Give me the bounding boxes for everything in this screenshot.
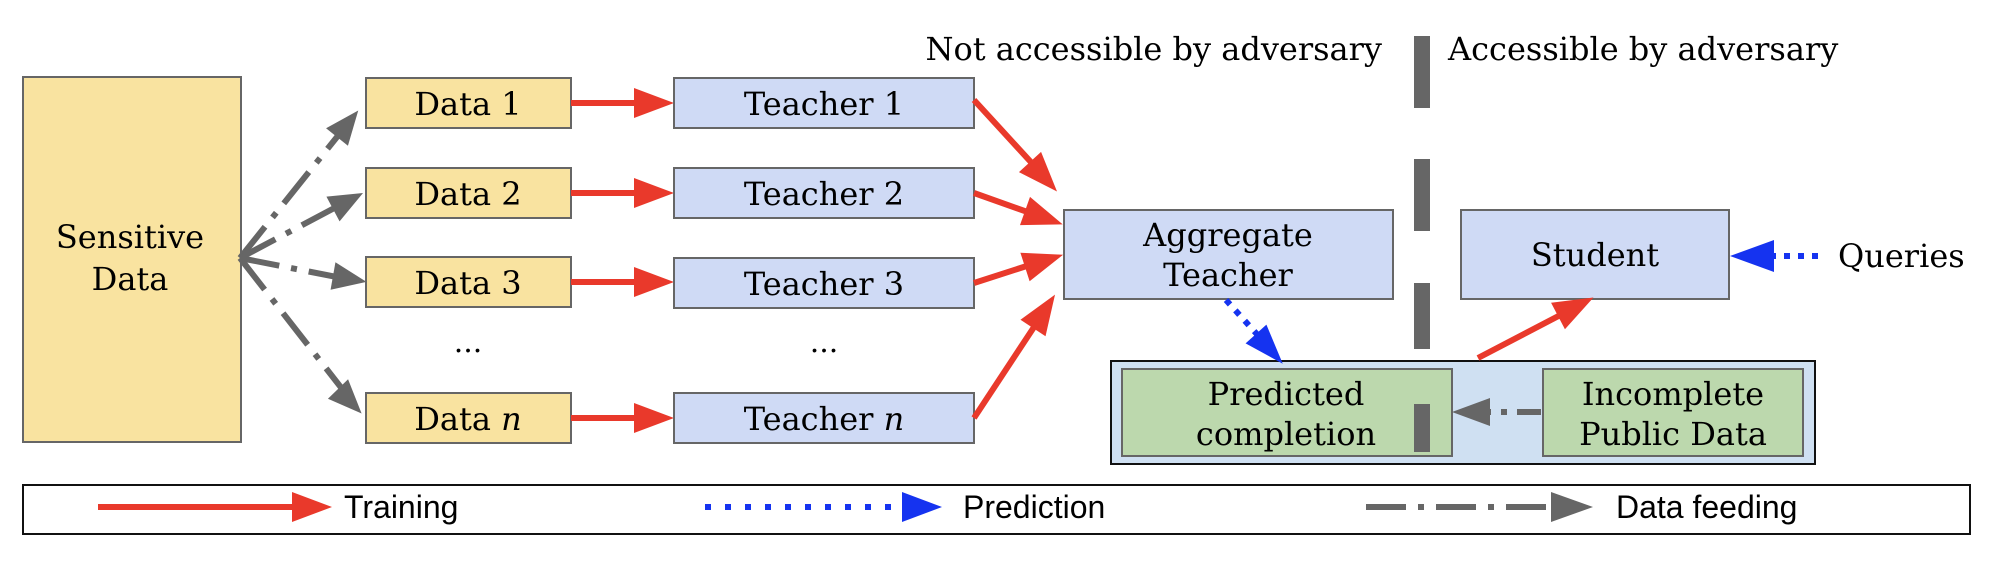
teacher-box-2-label: Teacher 2	[744, 175, 904, 213]
adversary-boundary	[1414, 36, 1430, 349]
sensitive-data-node: Sensitive Data	[22, 76, 242, 443]
prediction-arrow-aggregate	[1223, 297, 1283, 364]
incomplete-label-1: Incomplete	[1582, 375, 1764, 413]
data-box-3: Data 3	[365, 256, 572, 308]
legend-data-feeding: Data feeding	[1366, 489, 1797, 525]
legend-prediction: Prediction	[705, 489, 1105, 525]
training-arrowheads-2	[1018, 151, 1064, 337]
aggregate-label-2: Teacher	[1163, 256, 1293, 294]
legend-prediction-label: Prediction	[963, 489, 1105, 525]
boundary-segment-lower	[1414, 404, 1430, 452]
queries-arrow	[1730, 240, 1818, 272]
feed-arrow-datan	[237, 256, 360, 410]
teacher-box-2: Teacher 2	[673, 167, 975, 219]
feed-arrowheads	[326, 110, 367, 414]
training-arrows-data-teacher	[571, 100, 640, 421]
not-accessible-label: Not accessible by adversary	[925, 30, 1382, 68]
teacher-box-1: Teacher 1	[673, 77, 975, 129]
legend-training-label: Training	[344, 489, 458, 525]
sensitive-label-1: Sensitive	[56, 218, 204, 256]
teacher-ellipsis: ...	[810, 325, 839, 360]
feed-arrow-public	[1452, 398, 1541, 426]
teacher-box-3-label: Teacher 3	[744, 265, 904, 303]
accessible-label: Accessible by adversary	[1447, 30, 1838, 68]
teacher-box-n: Teacher n	[673, 392, 975, 444]
aggregate-label-1: Aggregate	[1142, 216, 1313, 254]
data-box-2: Data 2	[365, 167, 572, 219]
queries-label: Queries	[1838, 237, 1965, 275]
incomplete-label-2: Public Data	[1579, 415, 1767, 453]
legend-frame	[22, 484, 1971, 535]
training-arrow-student	[1476, 297, 1594, 361]
legend: Training Prediction Data feeding	[22, 484, 1971, 535]
data-box-1-label: Data 1	[414, 85, 521, 123]
feed-arrow-data2	[238, 193, 359, 261]
predicted-label-2: completion	[1196, 415, 1376, 453]
data-box-2-label: Data 2	[414, 175, 521, 213]
aggregate-teacher-node: Aggregate Teacher	[1063, 209, 1394, 300]
data-box-1: Data 1	[365, 77, 572, 129]
teacher-box-3: Teacher 3	[673, 257, 975, 309]
legend-data-feeding-label: Data feeding	[1616, 489, 1797, 525]
predicted-completion-node: Predicted completion	[1121, 368, 1453, 457]
data-ellipsis: ...	[454, 325, 483, 360]
teacher-box-n-label: Teacher n	[744, 400, 904, 438]
data-box-3-label: Data 3	[414, 264, 521, 302]
student-node: Student	[1460, 209, 1730, 300]
sensitive-label-2: Data	[92, 260, 169, 298]
legend-training: Training	[98, 489, 458, 525]
teacher-box-1-label: Teacher 1	[744, 85, 904, 123]
training-arrowheads-1	[634, 88, 674, 433]
data-feeding-arrows	[237, 110, 360, 410]
student-label: Student	[1531, 236, 1659, 274]
predicted-label-1: Predicted	[1208, 375, 1365, 413]
data-box-n-label: Data n	[414, 400, 521, 438]
data-box-n: Data n	[365, 392, 572, 444]
incomplete-public-data-node: Incomplete Public Data	[1542, 368, 1804, 457]
